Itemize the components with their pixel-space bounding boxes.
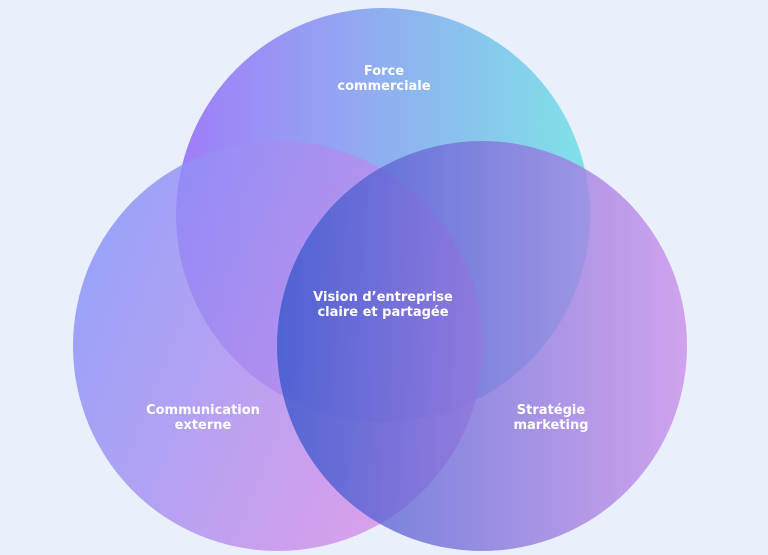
label-communication-externe: Communication externe bbox=[146, 403, 260, 433]
label-line: marketing bbox=[513, 418, 589, 433]
label-strategie-marketing: Stratégie marketing bbox=[513, 403, 588, 433]
label-center-vision: Vision d’entreprise claire et partagée bbox=[313, 290, 453, 320]
label-line: claire et partagée bbox=[317, 305, 449, 320]
label-line: Stratégie bbox=[516, 403, 586, 418]
label-line: Vision d’entreprise bbox=[313, 290, 453, 305]
label-line: externe bbox=[174, 418, 232, 433]
label-line: commerciale bbox=[337, 79, 431, 94]
label-line: Communication bbox=[146, 403, 260, 418]
label-line: Force bbox=[363, 64, 405, 79]
label-force-commerciale: Force commerciale bbox=[337, 64, 430, 94]
circle-strategie-marketing bbox=[277, 141, 687, 551]
